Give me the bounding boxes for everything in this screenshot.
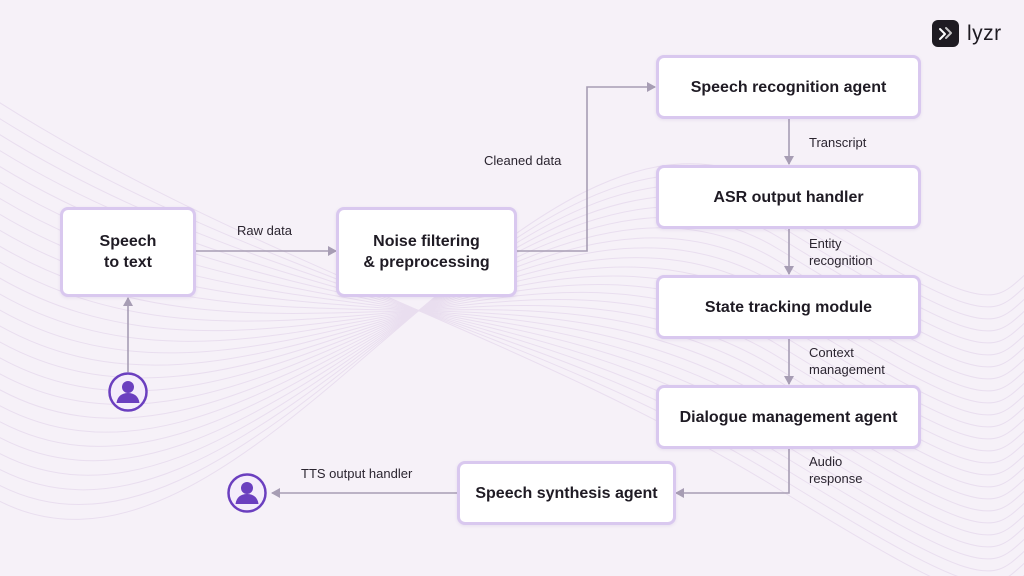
- node-state-tracking-module: State tracking module: [656, 275, 921, 339]
- edge-label-transcript: Transcript: [809, 135, 867, 150]
- edge-label-audio-response: Audio response: [809, 454, 863, 486]
- input-user-icon: [108, 372, 148, 412]
- edge-label-entity-recognition: Entity recognition: [809, 236, 873, 268]
- arrow-audio-response: [675, 449, 790, 498]
- background-wave-line: [0, 266, 1024, 416]
- lyzr-logo-icon: [932, 20, 959, 47]
- background-wave-line: [0, 237, 1024, 419]
- background-wave-line: [0, 245, 1024, 488]
- edge-label-tts-output-handler: TTS output handler: [301, 466, 413, 481]
- brand-name: lyzr: [967, 21, 1002, 45]
- background-wave-line: [0, 247, 1024, 405]
- background-wave-line: [0, 213, 1024, 512]
- brand-logo: lyzr: [932, 20, 1002, 47]
- background-wave-line: [0, 195, 1024, 476]
- edge-label-cleaned-data: Cleaned data: [484, 153, 562, 168]
- background-wave-line: [0, 163, 1024, 520]
- background-wave-line: [0, 227, 1024, 433]
- background-wave-line: [0, 181, 1024, 536]
- background-wave-line: [0, 229, 1024, 500]
- node-speech-synthesis-agent: Speech synthesis agent: [457, 461, 676, 525]
- edge-label-raw-data: Raw data: [237, 223, 292, 238]
- output-user-icon: [227, 473, 267, 513]
- node-asr-output-handler: ASR output handler: [656, 165, 921, 229]
- background-wave-line: [0, 257, 1024, 404]
- node-speech-recognition-agent: Speech recognition agent: [656, 55, 921, 119]
- background-wave-line: [0, 197, 1024, 524]
- background-wave-line: [0, 185, 1024, 491]
- edge-label-context-management: Context management: [809, 345, 885, 377]
- node-speech-to-text: Speech to text: [60, 207, 196, 297]
- node-noise-filtering: Noise filtering & preprocessing: [336, 207, 517, 297]
- arrow-cleaned-data: [517, 82, 656, 252]
- background-wave-line: [0, 174, 1024, 505]
- node-dialogue-management-agent: Dialogue management agent: [656, 385, 921, 449]
